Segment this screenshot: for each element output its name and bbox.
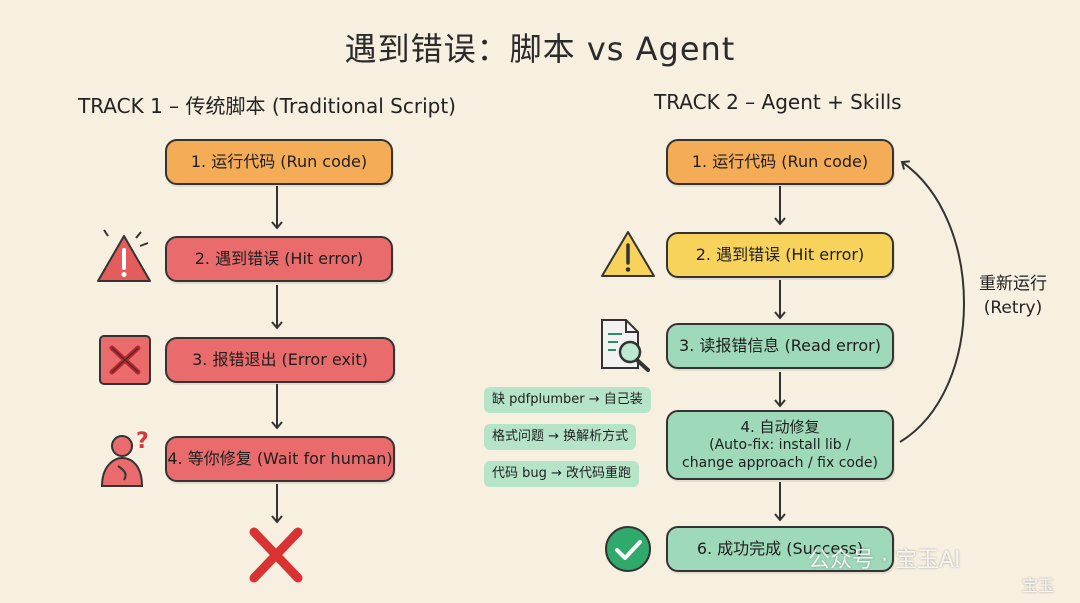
track2-step-auto-fix: 4. 自动修复 (Auto-fix: install lib / change …	[666, 410, 894, 480]
svg-text:?: ?	[136, 429, 149, 454]
track2-arrows	[774, 160, 965, 522]
retry-label: 重新运行 (Retry)	[968, 272, 1058, 320]
document-search-icon	[601, 319, 650, 372]
fix-note-bug: 代码 bug → 改代码重跑	[484, 461, 640, 487]
confused-person-icon: ?	[100, 429, 149, 487]
retry-label-en: (Retry)	[983, 298, 1043, 318]
warning-icon	[97, 229, 151, 282]
auto-fix-detail-line2: change approach / fix code)	[682, 455, 878, 471]
track1-step-error-exit: 3. 报错退出 (Error exit)	[165, 337, 395, 383]
fail-x-icon	[249, 527, 303, 583]
track1-title: TRACK 1 – 传统脚本 (Traditional Script)	[78, 94, 456, 118]
retry-arrow	[899, 160, 965, 443]
track2-step-hit-error: 2. 遇到错误 (Hit error)	[666, 232, 894, 278]
track1-step-run-code: 1. 运行代码 (Run code)	[165, 139, 393, 185]
watermark-corner: 宝玉	[1022, 576, 1055, 595]
track2-title: TRACK 2 – Agent + Skills	[654, 90, 902, 114]
track2-step-success: 6. 成功完成 (Success)	[666, 526, 894, 572]
fix-note-install: 缺 pdfplumber → 自己装	[484, 387, 651, 413]
fix-note-format: 格式问题 → 换解析方式	[484, 424, 637, 450]
track1-step-hit-error: 2. 遇到错误 (Hit error)	[165, 236, 393, 282]
watermark: 公众号 · 宝玉AI	[808, 548, 961, 573]
retry-label-zh: 重新运行	[979, 274, 1047, 294]
auto-fix-title: 4. 自动修复	[740, 418, 820, 436]
error-x-icon	[99, 335, 151, 385]
warning-icon	[601, 231, 655, 277]
auto-fix-detail-line1: (Auto-fix: install lib /	[709, 437, 851, 453]
success-check-icon	[605, 526, 651, 572]
track2-step-read-error: 3. 读报错信息 (Read error)	[666, 323, 894, 369]
track2-step-run-code: 1. 运行代码 (Run code)	[666, 139, 894, 185]
track1-step-wait-for-human: 4. 等你修复 (Wait for human)	[165, 436, 395, 482]
diagram-title: 遇到错误：脚本 vs Agent	[344, 30, 736, 68]
